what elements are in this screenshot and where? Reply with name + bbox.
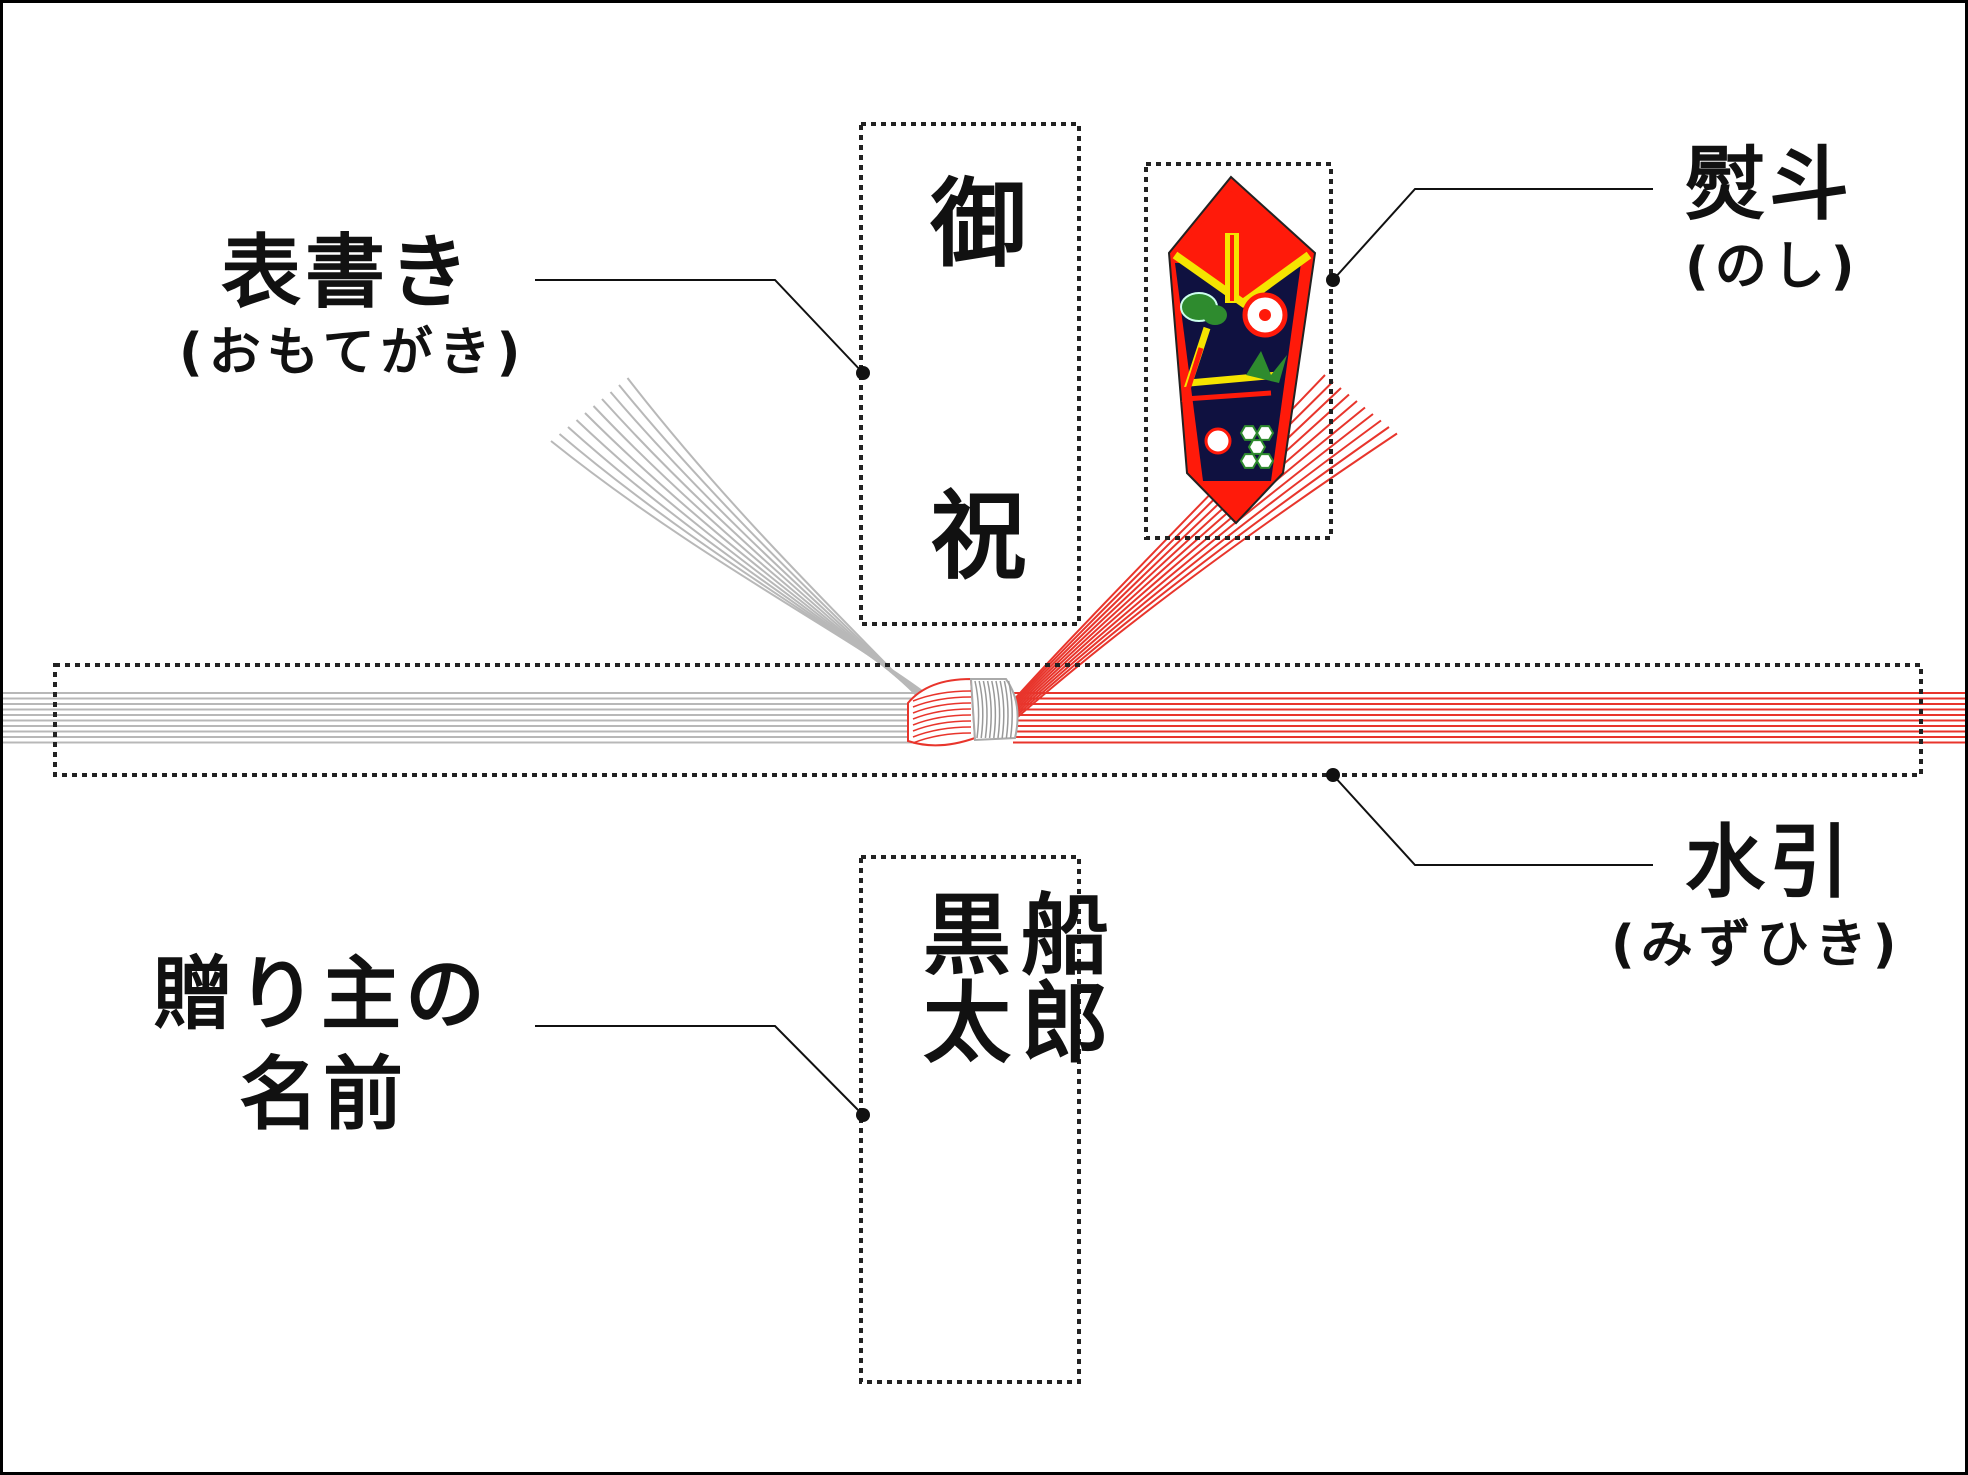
knot-red-line <box>912 720 972 732</box>
dot-mizuhiki <box>1326 768 1340 782</box>
label-sender-line2: 名前 <box>239 1048 407 1141</box>
knot-silver-line <box>974 680 980 739</box>
leader-omotegaki <box>535 279 864 374</box>
omotegaki-text: 御 祝 <box>914 173 1027 641</box>
noshi-ornament <box>1167 175 1317 525</box>
label-sender-line1: 贈り主の <box>153 948 489 1041</box>
label-mizuhiki: 水引 <box>1685 816 1853 909</box>
leader-dots <box>856 273 1340 1122</box>
kikko-hexagon <box>1239 425 1259 441</box>
red-cord-loop <box>994 426 1390 736</box>
label-noshi-reading: (のし) <box>1685 237 1861 297</box>
noshi-frame <box>1144 162 1333 540</box>
label-omotegaki-reading: (おもてがき) <box>179 323 527 383</box>
label-noshi: 熨斗 <box>1685 138 1853 231</box>
red-cord-loop <box>998 413 1374 728</box>
knot-red-line <box>912 732 972 744</box>
knot-silver-line <box>986 680 992 739</box>
leader-sender <box>535 1025 864 1116</box>
red-cord-loop <box>996 419 1382 732</box>
knot-red-line <box>912 726 972 738</box>
dot-noshi <box>1326 273 1340 287</box>
mizuhiki-silver-horizontal-cords <box>3 692 933 744</box>
sender-name-text: 黒船 太郎 <box>923 883 1120 1075</box>
knot-red-line <box>912 714 972 726</box>
bamboo-leaves <box>1246 351 1287 383</box>
knot-red-line <box>912 708 972 720</box>
mizuhiki-red-horizontal-cords <box>1013 692 1965 744</box>
red-cord-loop <box>1000 406 1366 724</box>
noshi-red-diagonal <box>1181 347 1272 402</box>
knot-silver-line <box>1007 680 1013 739</box>
silver-cord-loop <box>558 433 941 708</box>
red-cord-loop <box>992 432 1398 740</box>
knot-red-line <box>912 702 972 714</box>
silver-cord-loop <box>626 377 957 740</box>
knot-silver-line <box>1003 680 1009 739</box>
knot-silver-line <box>999 680 1005 739</box>
mizuhiki-cords <box>3 374 1965 747</box>
knot-silver-line <box>978 680 984 739</box>
dot-omotegaki <box>856 366 870 380</box>
red-cord-loop <box>1002 400 1358 720</box>
knot-silver-line <box>982 680 988 739</box>
mizuhiki-silver-loop-cords <box>550 377 957 740</box>
knot-wrap-lines <box>912 680 1013 744</box>
label-mizuhiki-reading: (みずひき) <box>1611 915 1903 975</box>
dot-sender <box>856 1108 870 1122</box>
mizuhiki-red-loop-cords <box>992 374 1398 740</box>
kikko-hexagon <box>1255 453 1275 469</box>
silver-cord-loop <box>550 440 939 704</box>
kikko-hexagon <box>1255 425 1275 441</box>
red-cord-loop <box>1004 393 1350 716</box>
kikko-hexagon <box>1247 439 1267 455</box>
leader-noshi <box>1332 188 1653 281</box>
knot-silver-line <box>995 680 1001 739</box>
plum-blossom-center <box>1259 309 1271 321</box>
noshi-bottom-red <box>1203 481 1271 521</box>
tortoise-shell-pattern <box>1239 425 1275 469</box>
leader-lines <box>535 188 1653 1116</box>
pine-motif-2 <box>1203 305 1227 325</box>
crane-crest <box>1204 427 1232 455</box>
label-omotegaki: 表書き <box>221 226 473 319</box>
mizuhiki-frame <box>53 663 1923 777</box>
noshi-envelope-diagram <box>3 122 1965 1384</box>
leader-mizuhiki <box>1332 774 1653 866</box>
noshi-yellow-chevron <box>1172 251 1312 308</box>
knot-silver-line <box>991 680 997 739</box>
knot-red-line <box>912 696 972 708</box>
kikko-hexagon <box>1239 453 1259 469</box>
mizuhiki-knot <box>907 677 1019 747</box>
knot-red-line <box>912 690 972 702</box>
